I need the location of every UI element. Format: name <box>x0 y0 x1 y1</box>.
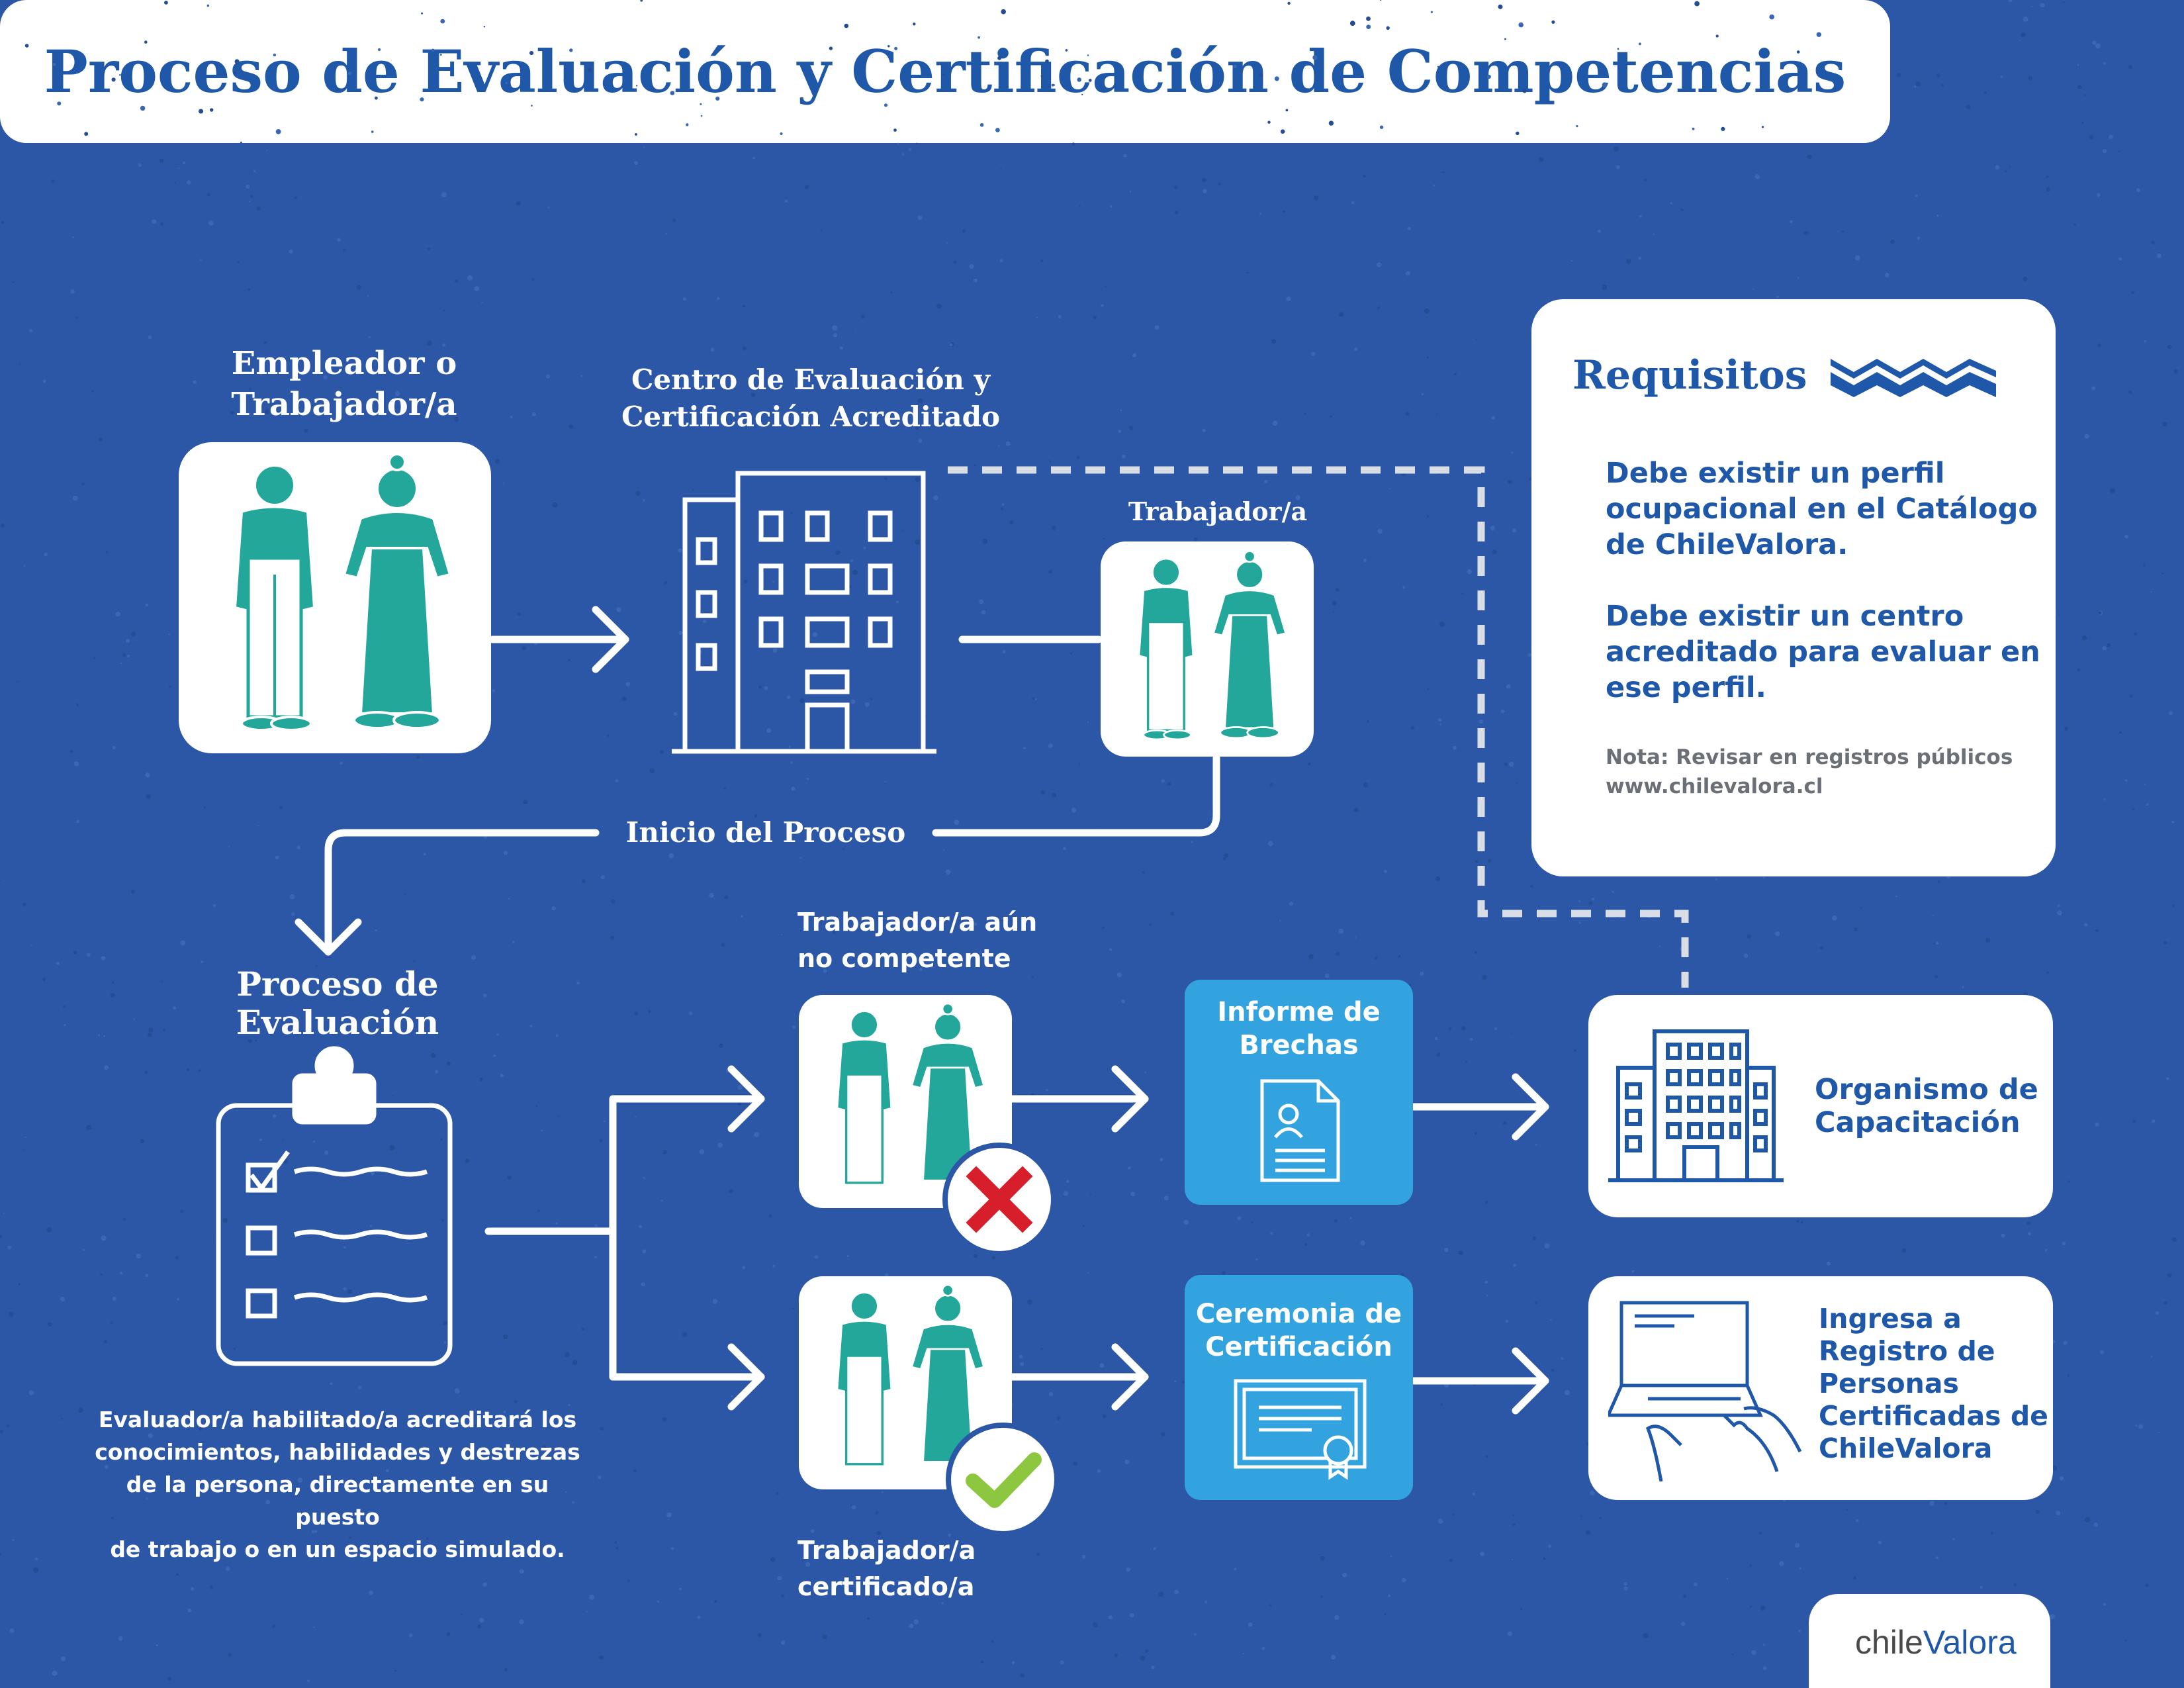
certificate-icon <box>1234 1379 1367 1480</box>
chilevalora-logo: chileValora <box>1855 1624 2017 1661</box>
evaluation-label: Proceso de Evaluación <box>236 964 439 1042</box>
gap-report-box: Informe de Brechas <box>1185 980 1413 1205</box>
gap-report-label: Informe de Brechas <box>1217 997 1381 1060</box>
employer-label: Empleador o Trabajador/a <box>231 345 457 423</box>
training-label: Organismo de Capacitación <box>1815 1073 2038 1139</box>
person-pair-icon <box>836 1002 985 1184</box>
evaluation-description: Evaluador/a habilitado/a acreditará los … <box>95 1407 580 1562</box>
start-label: Inicio del Proceso <box>625 816 906 849</box>
cross-icon <box>942 1143 1056 1256</box>
title-card: Proceso de Evaluación y Certificación de… <box>0 0 1890 143</box>
clipboard-icon <box>216 1046 453 1366</box>
registry-label: Ingresa a Registro de Personas Certifica… <box>1819 1303 2048 1464</box>
ceremony-label: Ceremonia de Certificación <box>1195 1299 1402 1362</box>
requirement-1: Debe existir un perfil ocupacional en el… <box>1606 457 2038 561</box>
laptop-icon <box>1608 1301 1802 1481</box>
registry-card: Ingresa a Registro de Personas Certifica… <box>1588 1276 2053 1500</box>
check-icon <box>946 1423 1060 1536</box>
building-icon <box>672 471 936 754</box>
center-label: Centro de Evaluación y Certificación Acr… <box>621 363 1000 433</box>
worker-label: Trabajador/a <box>1128 496 1308 526</box>
training-card: Organismo de Capacitación <box>1588 995 2053 1217</box>
building-icon <box>1608 1029 1784 1182</box>
person-pair-icon <box>1138 550 1287 741</box>
requirements-heading: Requisitos <box>1572 352 1807 399</box>
requirements-card: Requisitos Debe existir un perfil ocupac… <box>1531 299 2056 876</box>
worker-card <box>1101 541 1314 757</box>
requirements-note: Nota: Revisar en registros públicos www.… <box>1606 745 2013 798</box>
page-title: Proceso de Evaluación y Certificación de… <box>44 37 1846 106</box>
logo-card: chileValora <box>1809 1594 2050 1688</box>
not-competent-label: Trabajador/a aún no competente <box>797 908 1038 973</box>
employer-card <box>179 442 491 753</box>
document-icon <box>1260 1079 1340 1182</box>
certified-label: Trabajador/a certificado/a <box>797 1536 976 1601</box>
requirement-2: Debe existir un centro acreditado para e… <box>1606 600 2040 704</box>
ceremony-box: Ceremonia de Certificación <box>1185 1275 1413 1500</box>
wave-icon <box>1831 359 1996 397</box>
person-pair-icon <box>233 453 452 731</box>
